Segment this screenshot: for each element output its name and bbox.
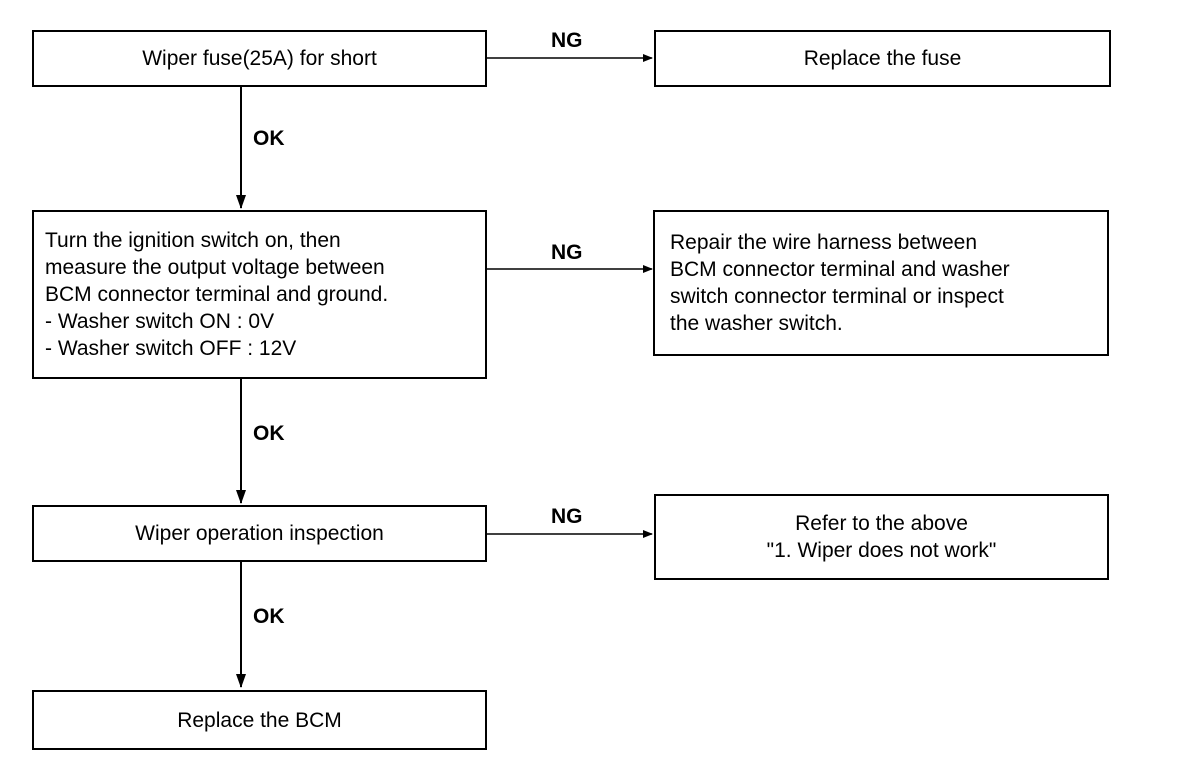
ok-label-2: OK: [253, 422, 285, 445]
action-replace-fuse-text: Replace the fuse: [803, 47, 962, 70]
ng-label-3: NG: [551, 505, 583, 528]
action-box-refer-above: Refer to the above "1. Wiper does not wo…: [654, 494, 1109, 580]
action-box-replace-fuse: Replace the fuse: [654, 30, 1111, 87]
final-replace-bcm-text: Replace the BCM: [177, 708, 342, 732]
ok-label-3: OK: [253, 605, 285, 628]
check-voltage-text: Turn the ignition switch on, then measur…: [45, 229, 389, 360]
check-box-voltage: Turn the ignition switch on, then measur…: [32, 210, 487, 379]
ng-label-2: NG: [551, 241, 583, 264]
action-refer-above-text: Refer to the above "1. Wiper does not wo…: [766, 512, 997, 562]
ng-label-1: NG: [551, 29, 583, 52]
final-box-replace-bcm: Replace the BCM: [32, 690, 487, 750]
action-box-repair-harness: Repair the wire harness between BCM conn…: [653, 210, 1109, 356]
check-box-wiper-operation: Wiper operation inspection: [32, 505, 487, 562]
check-wiper-operation-text: Wiper operation inspection: [135, 522, 384, 545]
check-fuse-text: Wiper fuse(25A) for short: [142, 47, 377, 70]
check-box-fuse: Wiper fuse(25A) for short: [32, 30, 487, 87]
action-repair-harness-text: Repair the wire harness between BCM conn…: [670, 231, 1010, 335]
ok-label-1: OK: [253, 127, 285, 150]
